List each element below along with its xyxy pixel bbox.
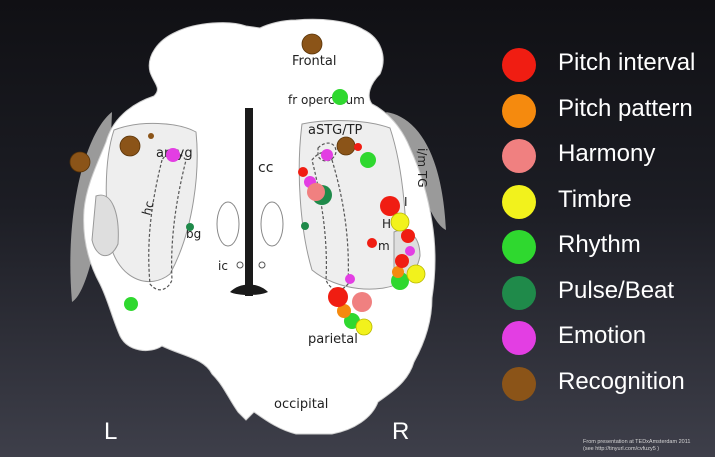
legend-label: Harmony: [558, 140, 655, 168]
legend-item-harmony: Harmony: [500, 135, 715, 181]
credit-text: From presentation at TEDxAmsterdam 2011 …: [583, 439, 690, 453]
emotion-dot: [166, 148, 180, 162]
right-ic-circle: [259, 262, 265, 268]
pitch-interval-dot: [380, 196, 400, 216]
timbre-dot: [391, 213, 409, 231]
label-occipital: occipital: [274, 397, 328, 412]
rhythm-dot: [332, 89, 348, 105]
legend-item-emotion: Emotion: [500, 317, 715, 363]
recognition-dot: [148, 133, 154, 139]
pitch-interval-dot: [328, 287, 348, 307]
legend-label: Timbre: [558, 186, 632, 214]
legend-swatch: [502, 185, 536, 219]
pulse-beat-dot: [301, 222, 309, 230]
emotion-dot: [345, 274, 355, 284]
legend-label: Emotion: [558, 322, 646, 350]
pitch-interval-dot: [367, 238, 377, 248]
left-hemisphere-label: L: [104, 418, 117, 446]
legend-label: Pulse/Beat: [558, 277, 674, 305]
legend-swatch: [502, 48, 536, 82]
pitch-interval-dot: [298, 167, 308, 177]
label-ic: ic: [218, 259, 228, 273]
recognition-dot: [302, 34, 322, 54]
emotion-dot: [321, 149, 333, 161]
legend-item-rhythm: Rhythm: [500, 226, 715, 272]
midline: [245, 108, 253, 296]
left-ic-circle: [237, 262, 243, 268]
rhythm-dot: [360, 152, 376, 168]
pitch-interval-dot: [354, 143, 362, 151]
pitch-interval-dot: [401, 229, 415, 243]
legend-swatch: [502, 367, 536, 401]
timbre-dot: [356, 319, 372, 335]
recognition-dot: [337, 137, 355, 155]
legend-item-pitch-pattern: Pitch pattern: [500, 90, 715, 136]
legend-swatch: [502, 321, 536, 355]
legend-item-pitch-interval: Pitch interval: [500, 44, 715, 90]
left-ventricle: [217, 202, 239, 246]
legend: Pitch interval Pitch pattern Harmony Tim…: [500, 44, 715, 408]
legend-item-recognition: Recognition: [500, 363, 715, 409]
rhythm-dot: [124, 297, 138, 311]
right-ventricle: [261, 202, 283, 246]
label-cc: cc: [258, 160, 273, 176]
label-fr-operculum: fr operculum: [288, 93, 365, 107]
label-astg-tp: aSTG/TP: [308, 123, 363, 138]
recognition-dot: [70, 152, 90, 172]
legend-item-pulse-beat: Pulse/Beat: [500, 272, 715, 318]
legend-swatch: [502, 276, 536, 310]
legend-label: Rhythm: [558, 231, 641, 259]
legend-swatch: [502, 230, 536, 264]
credit-line-1: From presentation at TEDxAmsterdam 2011: [583, 439, 690, 446]
legend-swatch: [502, 139, 536, 173]
emotion-dot: [405, 246, 415, 256]
label-frontal: Frontal: [292, 54, 336, 69]
recognition-dot: [120, 136, 140, 156]
label-parietal: parietal: [308, 332, 358, 347]
legend-label: Pitch pattern: [558, 95, 693, 123]
harmony-dot: [352, 292, 372, 312]
right-hemisphere-label: R: [392, 418, 409, 446]
legend-label: Pitch interval: [558, 49, 695, 77]
pulse-beat-dot: [186, 223, 194, 231]
label-h: H: [382, 217, 391, 231]
label-im-tg: i/m TG: [415, 148, 429, 188]
pitch-interval-dot: [395, 254, 409, 268]
timbre-dot: [407, 265, 425, 283]
label-i: I: [404, 195, 408, 209]
legend-swatch: [502, 94, 536, 128]
legend-item-timbre: Timbre: [500, 181, 715, 227]
label-m: m: [378, 239, 390, 253]
credit-line-2: (see http://tinyurl.com/cvfuzy5 ): [583, 446, 690, 453]
harmony-dot: [307, 183, 325, 201]
legend-label: Recognition: [558, 368, 685, 396]
